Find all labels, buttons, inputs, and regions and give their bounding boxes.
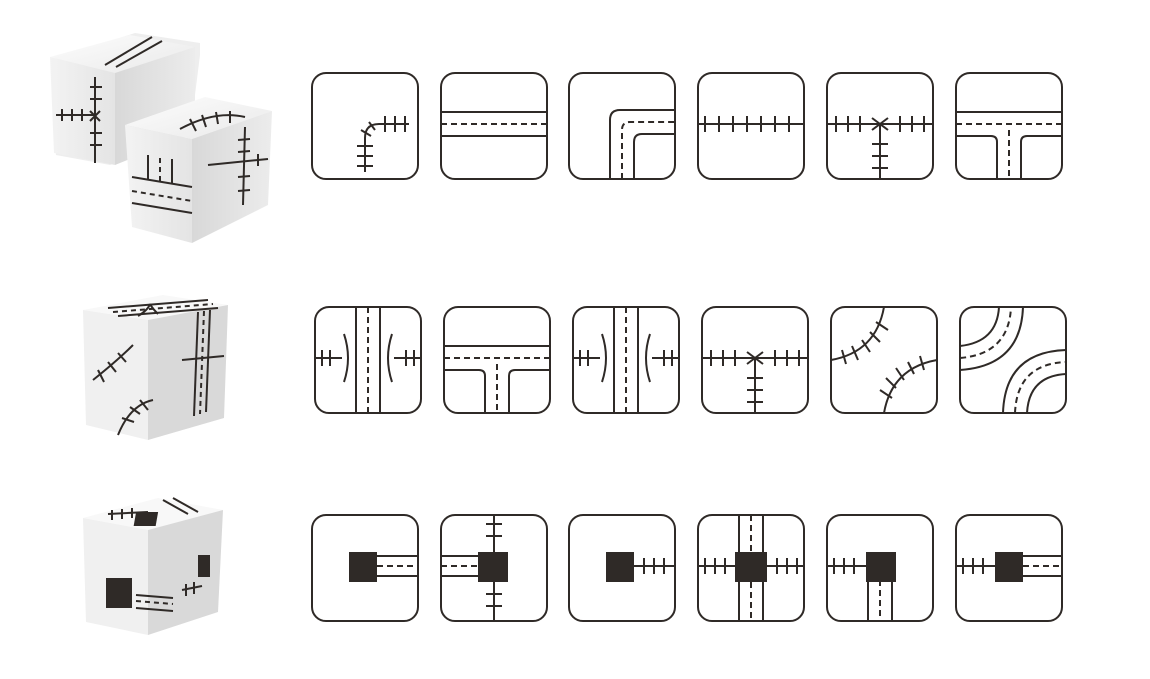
face-rail-curve <box>311 72 419 180</box>
face-highway-straight <box>440 72 548 180</box>
face-rail-t-junction <box>826 72 934 180</box>
face-rail-straight <box>697 72 805 180</box>
face-highway-curve <box>568 72 676 180</box>
face-station-rail-to-highway <box>955 514 1063 622</box>
face-station-full-cross <box>697 514 805 622</box>
face-station-highway-rail-cross <box>440 514 548 622</box>
face-station-rail-end <box>568 514 676 622</box>
face-station-rail-highway-corner <box>826 514 934 622</box>
face-overpass-highway-over-rail <box>314 306 422 414</box>
face-rail-t-junction-2 <box>701 306 809 414</box>
die-pair-illustration <box>40 15 280 250</box>
die-station-illustration <box>78 490 228 640</box>
face-highway-double-curve <box>959 306 1067 414</box>
face-station-highway-end <box>311 514 419 622</box>
face-rail-double-curve <box>830 306 938 414</box>
face-highway-t-junction <box>955 72 1063 180</box>
die-overpass-illustration <box>78 290 238 450</box>
face-highway-t-junction-2 <box>443 306 551 414</box>
face-overpass-highway-over-rail-2 <box>572 306 680 414</box>
